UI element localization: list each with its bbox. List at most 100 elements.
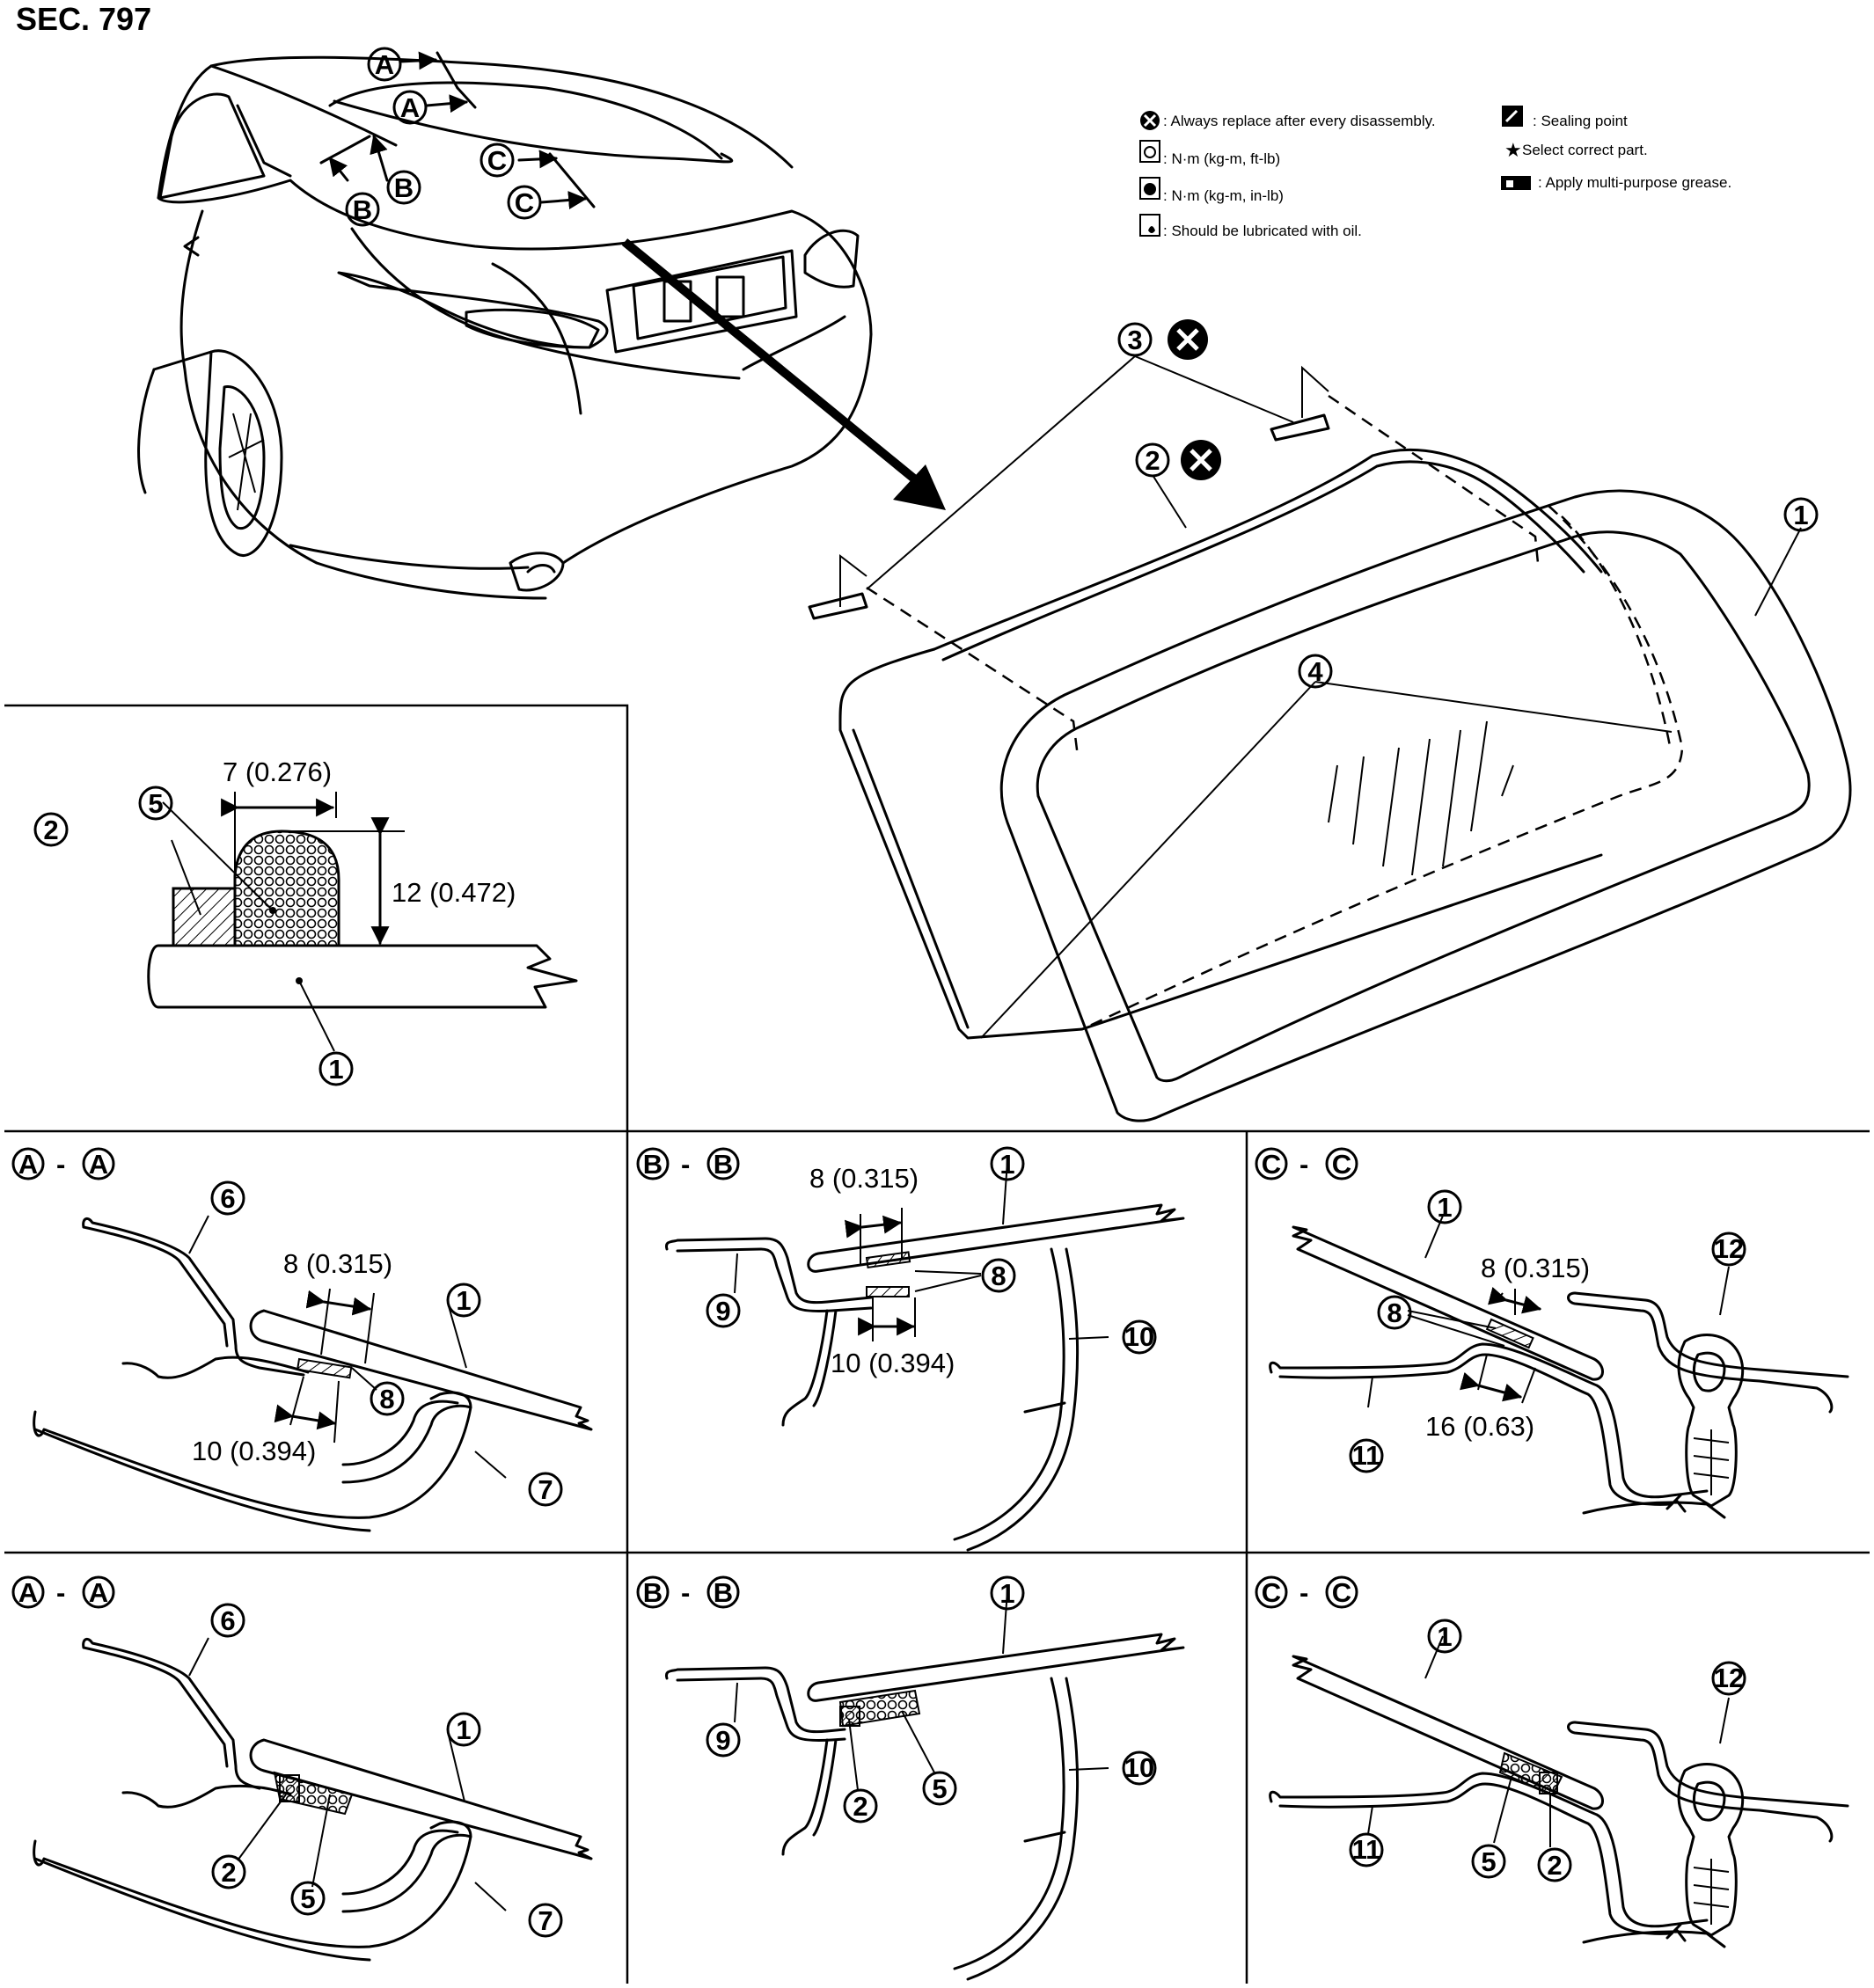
- callout-1: 1: [1783, 497, 1819, 532]
- legend-sealing-text: : Sealing point: [1533, 113, 1628, 129]
- title-bb-bottom: B-B: [636, 1575, 740, 1609]
- svg-text:B: B: [643, 1577, 662, 1608]
- svg-text:11: 11: [1352, 1834, 1381, 1865]
- svg-text:-: -: [1299, 1149, 1308, 1180]
- aa-top-dim10: 10 (0.394): [192, 1436, 316, 1466]
- aa-bottom-callout-7: 7: [528, 1903, 563, 1938]
- aa-bottom-callout-2: 2: [211, 1854, 246, 1889]
- svg-text:B: B: [714, 1149, 733, 1180]
- svg-text:-: -: [1299, 1577, 1308, 1608]
- svg-text:3: 3: [1127, 325, 1142, 355]
- svg-text:B: B: [714, 1577, 733, 1608]
- legend-grease-text: : Apply multi-purpose grease.: [1538, 174, 1731, 191]
- replace-icon-2: [1181, 440, 1221, 480]
- section-label: SEC. 797: [16, 1, 151, 37]
- section-bb-bottom: 1 9 2 5 10: [664, 1575, 1185, 1981]
- marker-c-lower: C: [507, 185, 542, 220]
- legend-replace-text: : Always replace after every disassembly…: [1163, 113, 1436, 129]
- rear-glass-exploded: [808, 355, 1852, 1122]
- bead-detail: 7 (0.276) 12 (0.472) 2 5 1: [33, 756, 578, 1086]
- svg-text:1: 1: [999, 1578, 1014, 1609]
- svg-text:-: -: [56, 1149, 65, 1180]
- aa-top-callout-1: 1: [446, 1283, 481, 1318]
- cc-top-callout-11: 11: [1349, 1438, 1384, 1473]
- marker-a-upper: A: [367, 47, 402, 82]
- svg-text:7: 7: [538, 1474, 553, 1505]
- svg-text:C: C: [487, 145, 507, 176]
- svg-text:5: 5: [932, 1773, 947, 1804]
- svg-text:A: A: [18, 1149, 38, 1180]
- svg-text:-: -: [56, 1577, 65, 1608]
- cc-bottom-callout-5: 5: [1471, 1844, 1506, 1879]
- bb-bottom-callout-10: 10: [1122, 1750, 1157, 1786]
- glass-callouts: 3 2 1 4: [1117, 319, 1819, 689]
- svg-text:2: 2: [43, 815, 58, 845]
- cc-bottom-callout-2: 2: [1537, 1847, 1572, 1882]
- torque-inlb-icon: [1139, 177, 1160, 200]
- title-cc-top: C-C: [1255, 1147, 1358, 1180]
- detail-callout-2: 2: [33, 812, 69, 847]
- svg-text:-: -: [681, 1149, 690, 1180]
- detail-height-dim: 12 (0.472): [392, 877, 516, 908]
- svg-text:C: C: [515, 187, 534, 218]
- aa-top-callout-8: 8: [370, 1381, 405, 1416]
- bb-bottom-callout-9: 9: [706, 1722, 741, 1758]
- legend-torque-ftlb-text: : N·m (kg-m, ft-lb): [1163, 150, 1280, 167]
- svg-text:-: -: [681, 1577, 690, 1608]
- svg-text:C: C: [1332, 1577, 1351, 1608]
- section-cc-bottom: 1 12 11 5 2: [1269, 1619, 1849, 1948]
- callout-4: 4: [1298, 654, 1333, 689]
- svg-text:5: 5: [1481, 1846, 1496, 1877]
- aa-top-dim8: 8 (0.315): [283, 1248, 392, 1279]
- callout-2: 2: [1135, 442, 1170, 478]
- aa-top-callout-6: 6: [210, 1180, 245, 1216]
- aa-top-callout-7: 7: [528, 1472, 563, 1507]
- svg-text:1: 1: [456, 1285, 471, 1316]
- title-aa-top: A-A: [11, 1147, 115, 1180]
- svg-text:4: 4: [1307, 656, 1323, 687]
- title-bb-top: B-B: [636, 1147, 740, 1180]
- svg-text:9: 9: [715, 1296, 730, 1327]
- svg-text:8: 8: [1387, 1297, 1402, 1328]
- aa-bottom-callout-6: 6: [210, 1603, 245, 1638]
- svg-text:10: 10: [1124, 1752, 1154, 1783]
- bb-bottom-callout-1: 1: [990, 1575, 1025, 1611]
- svg-text:B: B: [643, 1149, 662, 1180]
- bb-bottom-callout-5: 5: [922, 1771, 957, 1806]
- bb-top-callout-10: 10: [1122, 1319, 1157, 1355]
- star-icon: ★: [1504, 139, 1522, 161]
- car-section-markers: A A B B C C: [319, 47, 596, 227]
- svg-text:A: A: [89, 1577, 108, 1608]
- svg-text:8: 8: [991, 1261, 1006, 1291]
- detail-callout-1: 1: [318, 1051, 354, 1086]
- cc-bottom-callout-1: 1: [1427, 1619, 1462, 1654]
- marker-c-upper: C: [479, 143, 515, 178]
- svg-text:A: A: [18, 1577, 38, 1608]
- grease-icon: [1501, 176, 1531, 190]
- detail-width-dim: 7 (0.276): [223, 756, 332, 787]
- svg-text:1: 1: [999, 1149, 1014, 1180]
- bb-top-callout-9: 9: [706, 1293, 741, 1328]
- svg-text:C: C: [1262, 1149, 1281, 1180]
- svg-text:11: 11: [1352, 1440, 1381, 1471]
- svg-text:1: 1: [456, 1714, 471, 1745]
- svg-text:10: 10: [1124, 1321, 1154, 1352]
- car-rear-view: [137, 55, 873, 600]
- bb-top-callout-8: 8: [981, 1258, 1016, 1293]
- svg-text:C: C: [1332, 1149, 1351, 1180]
- cc-bottom-callout-11: 11: [1349, 1832, 1384, 1867]
- replace-icon: [1140, 111, 1160, 130]
- svg-text:12: 12: [1714, 1663, 1744, 1693]
- title-cc-bottom: C-C: [1255, 1575, 1358, 1609]
- bb-top-dim8: 8 (0.315): [809, 1163, 919, 1194]
- cc-top-dim16: 16 (0.63): [1425, 1411, 1534, 1442]
- marker-a-lower: A: [392, 90, 428, 125]
- bb-top-dim10: 10 (0.394): [831, 1348, 955, 1378]
- cc-top-dim8: 8 (0.315): [1481, 1253, 1590, 1283]
- oil-icon: [1139, 214, 1160, 237]
- svg-text:A: A: [89, 1149, 108, 1180]
- cc-top-callout-1: 1: [1427, 1189, 1462, 1224]
- svg-text:2: 2: [221, 1857, 236, 1888]
- svg-text:1: 1: [1437, 1621, 1452, 1652]
